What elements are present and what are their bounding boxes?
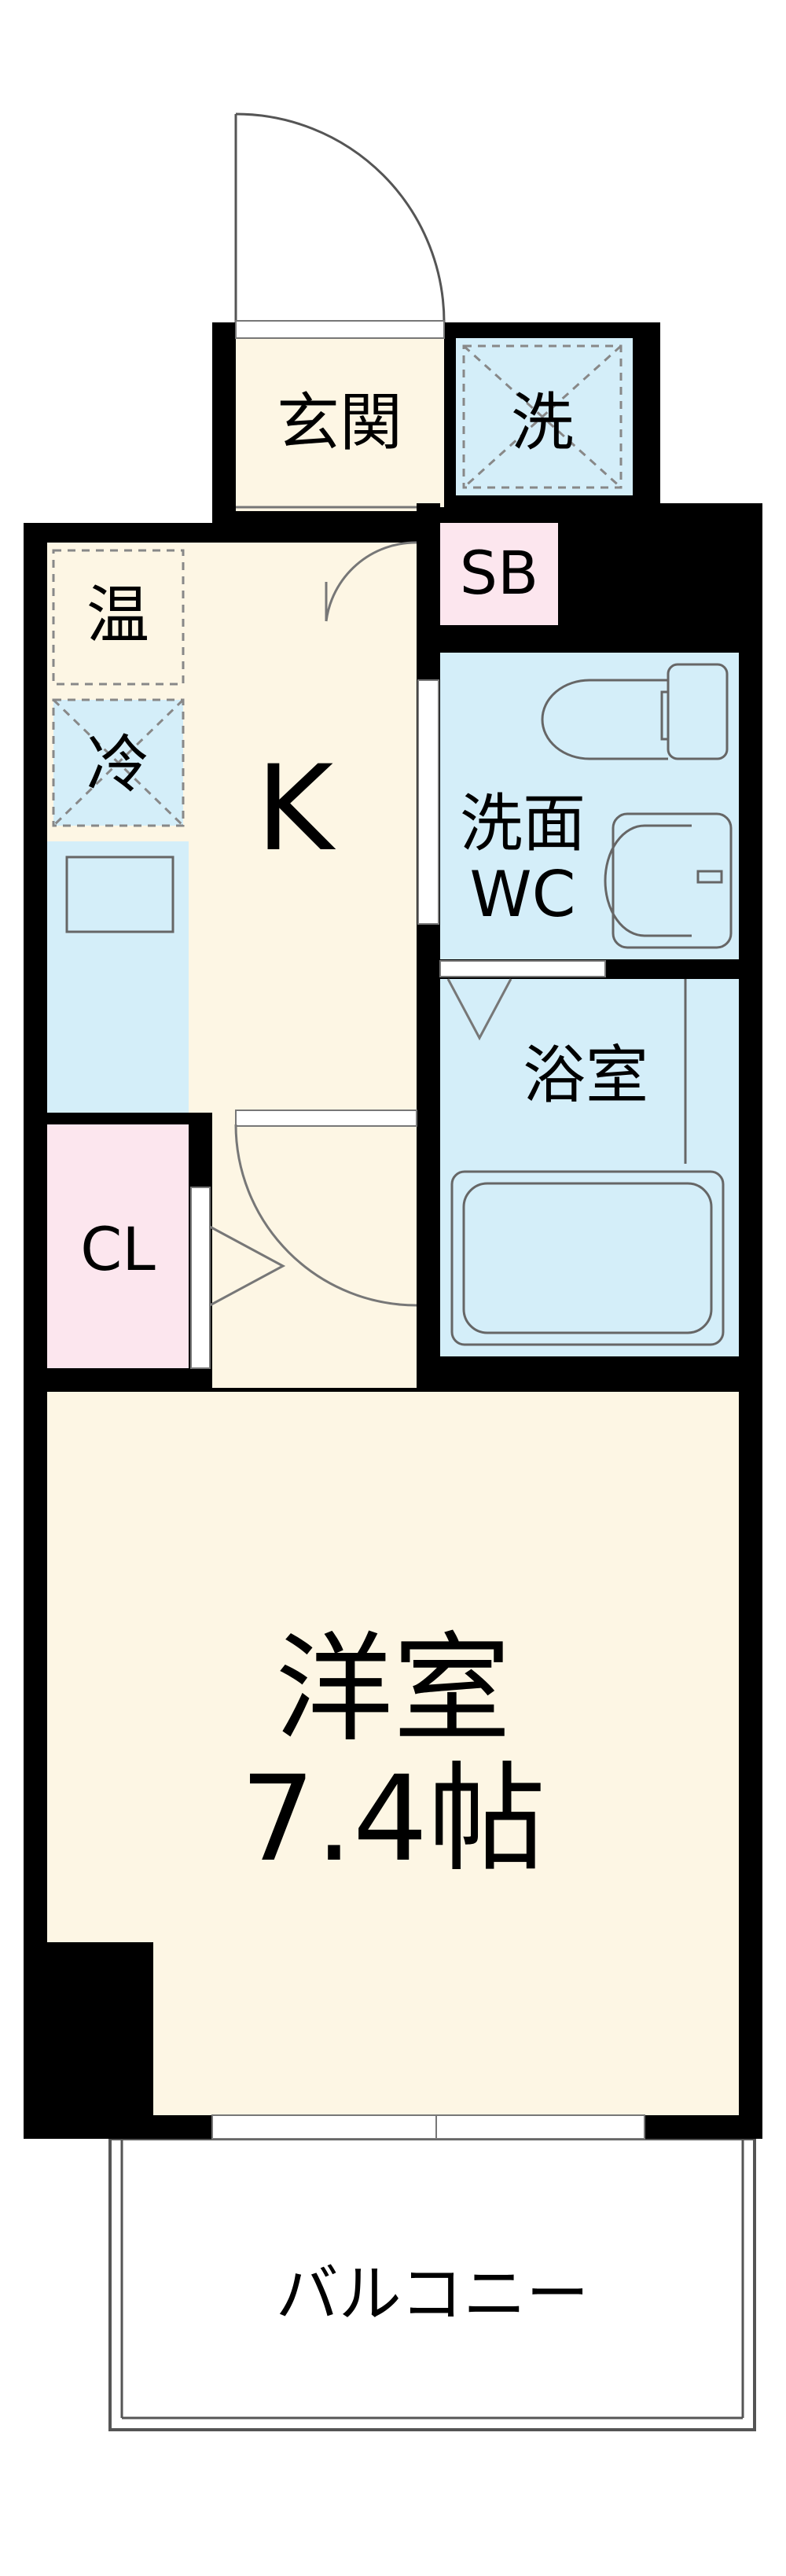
hallway-floor [212, 1113, 417, 1388]
bathroom-floor [440, 979, 739, 1356]
door-swings [209, 541, 512, 1307]
closet-floor [47, 1124, 189, 1368]
openings [190, 320, 645, 2140]
label-youshitsu: 洋室 [275, 1621, 511, 1758]
label-on: 温 [86, 579, 149, 652]
label-yokushitsu: 浴室 [523, 1039, 648, 1112]
dashed-boxes [52, 344, 623, 827]
label-wc: WC [470, 858, 576, 931]
youshitsu-floor [47, 1392, 739, 2115]
label-kitchen: K [256, 741, 336, 878]
label-senmen: 洗面 [460, 787, 586, 860]
label-sentakuki: 洗 [511, 386, 574, 459]
label-sb: SB [460, 538, 538, 608]
label-rei: 冷 [86, 728, 149, 801]
washroom-floor [440, 653, 739, 959]
label-closet: CL [80, 1214, 155, 1284]
room-labels: 玄関 洗 SB 温 冷 K 洗面 WC 浴室 CL 洋室 7.4帖 バルコニー [80, 386, 648, 2331]
genkan-floor [236, 338, 444, 507]
label-genkan: 玄関 [277, 386, 402, 459]
kitchen-counter [47, 841, 189, 1113]
entrance-door [234, 112, 446, 323]
label-youshitsu-size: 7.4帖 [241, 1751, 546, 1888]
balcony [108, 2137, 756, 2431]
pillar [24, 1942, 153, 2139]
fixtures [65, 663, 733, 1346]
label-balcony: バルコニー [276, 2258, 589, 2331]
sb-space [440, 523, 558, 625]
